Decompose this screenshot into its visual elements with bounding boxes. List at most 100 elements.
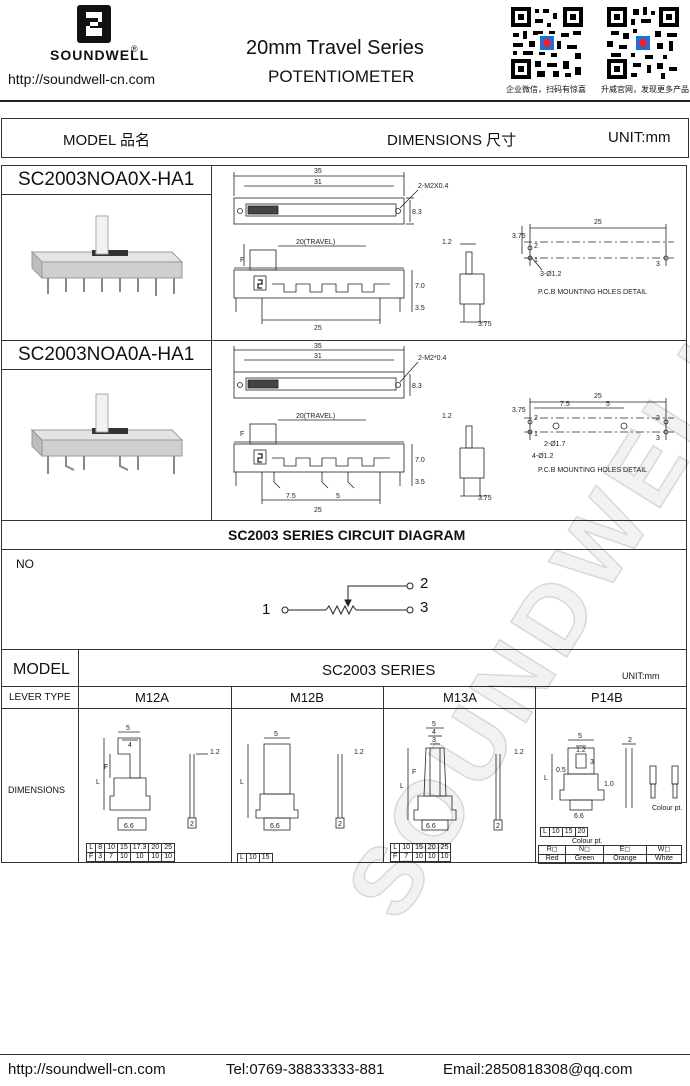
dim2-375: 3.75 bbox=[478, 495, 492, 502]
qr-code-company-icon bbox=[509, 5, 585, 81]
header-url[interactable]: http://soundwell-cn.com bbox=[8, 71, 156, 87]
table-row: L 8 10 15 17.3 20 25 bbox=[85, 843, 175, 853]
dim2-screw: 2-M2*0.4 bbox=[418, 355, 447, 362]
m12a-dim-f: F bbox=[104, 764, 108, 771]
m12b-dim-l: L bbox=[240, 779, 244, 786]
lever-unit-label: UNIT:mm bbox=[622, 671, 660, 681]
p14b-colour-0: Red bbox=[537, 854, 567, 864]
p14b-colour-note: Colour pt. bbox=[652, 805, 682, 812]
p14b-dim-10: 1.0 bbox=[604, 781, 614, 788]
main-grid-frame bbox=[1, 165, 687, 863]
lever-model-col-divider bbox=[78, 649, 79, 863]
dim1-70: 7.0 bbox=[415, 283, 425, 290]
table-row: L 10 15 bbox=[237, 853, 273, 863]
dim1-375: 3.75 bbox=[478, 321, 492, 328]
dim2-pin2b: 2 bbox=[656, 415, 660, 422]
dim2-travel: 20(TRAVEL) bbox=[296, 413, 335, 420]
footer-url[interactable]: http://soundwell-cn.com bbox=[8, 1061, 166, 1078]
p14b-dim-12: 1.2 bbox=[576, 747, 586, 754]
circuit-title: SC2003 SERIES CIRCUIT DIAGRAM bbox=[228, 527, 466, 543]
registered-mark: ® bbox=[131, 44, 138, 54]
lever-series-divider bbox=[1, 686, 687, 687]
lever-type-m12a: M12A bbox=[135, 690, 169, 705]
dim1-pin1: 1 bbox=[534, 257, 538, 264]
lever-type-p14b: P14B bbox=[591, 690, 623, 705]
m12a-l-4: 17.3 bbox=[129, 843, 150, 853]
table-row: F 7 10 10 10 bbox=[389, 852, 452, 862]
dim2-pin1: 1 bbox=[534, 431, 538, 438]
footer-divider bbox=[0, 1054, 690, 1055]
m12a-f-5: 10 bbox=[148, 852, 163, 862]
p14b-code-0: R◻ bbox=[537, 845, 567, 855]
circuit-pin-1: 1 bbox=[262, 601, 271, 618]
row2-bottom-divider bbox=[1, 520, 687, 521]
m12b-dim-2: 2 bbox=[338, 821, 342, 828]
product-photo-1 bbox=[30, 215, 184, 296]
table-row: Red Green Orange White bbox=[537, 854, 683, 864]
lever-col-3-divider bbox=[535, 686, 536, 863]
p14b-colour-pt-label: Colour pt. bbox=[572, 838, 603, 845]
m12a-f-3: 10 bbox=[116, 852, 131, 862]
p14b-code-2: E◻ bbox=[602, 845, 647, 855]
page-title: 20mm Travel Series bbox=[246, 37, 424, 59]
dim2-5: 5 bbox=[336, 493, 340, 500]
m12a-f-6: 10 bbox=[161, 852, 175, 862]
m12a-f-1: 3 bbox=[95, 852, 106, 862]
lever-m12b-drawing: 5 L 6.6 1.2 2 bbox=[240, 731, 364, 831]
dim1-25: 25 bbox=[314, 325, 322, 332]
qr-code-website-icon bbox=[605, 5, 681, 81]
m13a-dim-3: 3 bbox=[432, 737, 436, 744]
dim2-pcb-caption: P.C.B MOUNTING HOLES DETAIL bbox=[538, 467, 647, 474]
unit-header-label: UNIT:mm bbox=[608, 129, 671, 146]
lever-type-divider bbox=[1, 708, 687, 709]
dim2-35b: 3.5 bbox=[415, 479, 425, 486]
p14b-colour-1: Green bbox=[565, 854, 604, 864]
dim1-travel: 20(TRAVEL) bbox=[296, 239, 335, 246]
p14b-l-1: 10 bbox=[548, 827, 563, 837]
footer-tel: Tel:0769-38833333-881 bbox=[226, 1061, 385, 1078]
header-divider bbox=[0, 100, 690, 102]
m12a-dim-2: 2 bbox=[190, 821, 194, 828]
p14b-colour-table: R◻ N◻ E◻ W◻ Red Green Orange White bbox=[537, 845, 683, 864]
header: SOUNDWELL ® http://soundwell-cn.com 20mm… bbox=[0, 0, 690, 100]
table-row: R◻ N◻ E◻ W◻ bbox=[537, 845, 683, 855]
dim1-f: F bbox=[240, 257, 244, 264]
m12b-dim-5: 5 bbox=[274, 731, 278, 738]
dim2-25: 25 bbox=[314, 507, 322, 514]
m12a-dim-66: 6.6 bbox=[124, 823, 134, 830]
model-name-2: SC2003NOA0A-HA1 bbox=[18, 344, 195, 365]
model-column-divider bbox=[211, 165, 212, 520]
dim2-12: 1.2 bbox=[442, 413, 452, 420]
dim1-screw: 2-M2X0.4 bbox=[418, 183, 448, 190]
dim1-31: 31 bbox=[314, 179, 322, 186]
dim1-pcb-25: 25 bbox=[594, 219, 602, 226]
p14b-code-3: W◻ bbox=[645, 845, 683, 855]
model-table-header: MODEL 品名 DIMENSIONS 尺寸 UNIT:mm bbox=[1, 118, 689, 158]
circuit-no-label: NO bbox=[16, 557, 34, 571]
soundwell-logo-icon bbox=[77, 5, 111, 43]
m12a-f-0: F bbox=[85, 852, 97, 862]
dim2-75: 7.5 bbox=[286, 493, 296, 500]
dim2-375v: 3.75 bbox=[512, 407, 526, 414]
p14b-dim-5: 5 bbox=[578, 733, 582, 740]
lever-m12a-drawing: 5 4 L F 6.6 1.2 2 bbox=[96, 725, 220, 831]
m12a-dim-5: 5 bbox=[126, 725, 130, 732]
m12a-l-6: 25 bbox=[161, 843, 175, 853]
dim2-holes: 4-Ø1.2 bbox=[532, 453, 554, 460]
m12b-l-1: 10 bbox=[245, 853, 260, 863]
m12b-dim-66: 6.6 bbox=[270, 823, 280, 830]
row1-name-divider bbox=[1, 194, 211, 195]
table-row: F 3 7 10 10 10 10 bbox=[85, 852, 175, 862]
p14b-colour-2: Orange bbox=[602, 854, 647, 864]
p14b-dim-l: L bbox=[544, 775, 548, 782]
lever-series-label: SC2003 SERIES bbox=[322, 662, 436, 679]
m12a-dim-l: L bbox=[96, 779, 100, 786]
lever-p14b-drawing: 5 1.2 3 0.5 1.0 L 6.6 2 Colour pt. bbox=[544, 733, 682, 820]
m12a-f-4: 10 bbox=[129, 852, 150, 862]
p14b-code-1: N◻ bbox=[565, 845, 604, 855]
footer-email[interactable]: Email:2850818308@qq.com bbox=[443, 1061, 633, 1078]
dim1-12: 1.2 bbox=[442, 239, 452, 246]
m12a-l-2: 10 bbox=[104, 843, 118, 853]
m13a-dim-l: L bbox=[400, 783, 404, 790]
lever-type-label: LEVER TYPE bbox=[9, 692, 71, 703]
